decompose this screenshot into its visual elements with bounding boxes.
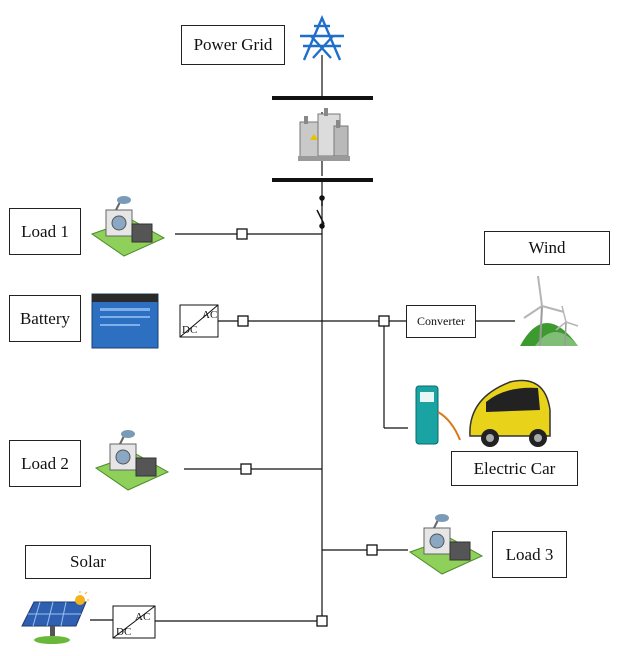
node-battery — [237, 315, 249, 327]
battery-converter-ac: AC — [202, 309, 217, 321]
node-wind — [378, 315, 390, 327]
battery-icon — [91, 293, 159, 349]
label-load3: Load 3 — [492, 531, 567, 578]
load2-icon — [94, 430, 170, 491]
label-solar: Solar — [25, 545, 151, 579]
label-load2: Load 2 — [9, 440, 81, 487]
breaker-switch — [316, 195, 325, 229]
label-power-grid: Power Grid — [181, 25, 285, 65]
solar-panel-icon — [21, 591, 89, 644]
ev-charger-icon — [415, 385, 461, 445]
battery-converter-dc: DC — [182, 324, 197, 336]
node-load2 — [240, 463, 252, 475]
load1-icon — [90, 196, 166, 257]
transformer-busbars — [272, 96, 373, 182]
battery-acdc-converter — [179, 304, 219, 338]
load3-icon — [408, 514, 484, 575]
solar-converter-dc: DC — [116, 626, 131, 638]
node-load3 — [366, 544, 378, 556]
bus-nodes — [236, 228, 390, 627]
solar-converter-ac: AC — [135, 611, 150, 623]
solar-acdc-converter — [112, 605, 156, 639]
label-electric-car: Electric Car — [451, 451, 578, 486]
label-wind: Wind — [484, 231, 610, 265]
transmission-tower-icon — [300, 14, 344, 61]
label-load1: Load 1 — [9, 208, 81, 255]
electric-car-icon — [469, 379, 551, 447]
bus-lines — [90, 55, 515, 622]
wind-turbine-icon — [520, 275, 579, 347]
label-converter: Converter — [406, 305, 476, 338]
node-load1 — [236, 228, 248, 240]
label-battery: Battery — [9, 295, 81, 342]
transformer-icon — [298, 108, 350, 161]
node-solar — [316, 615, 328, 627]
